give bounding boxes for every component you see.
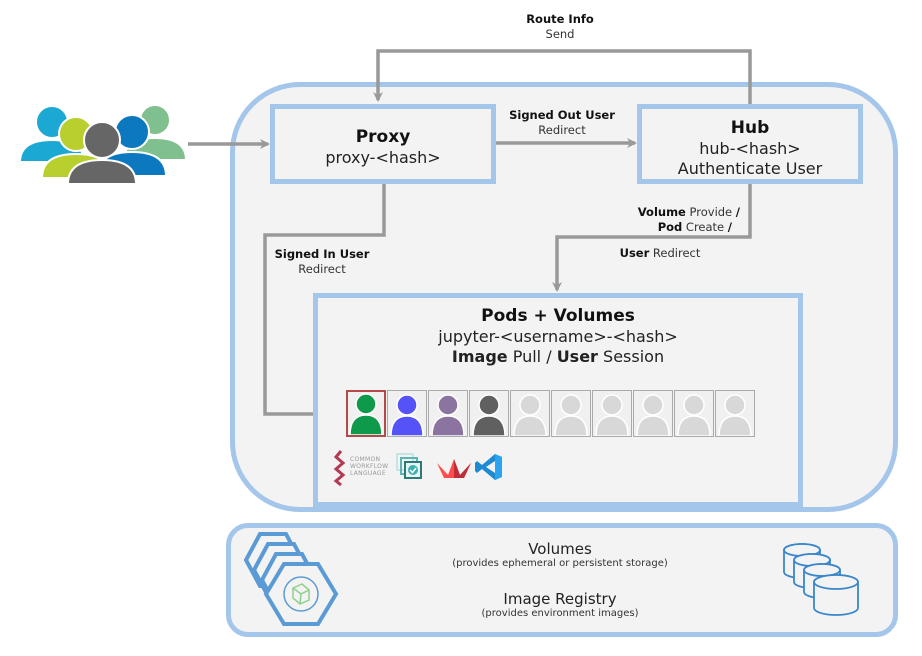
user-icon	[431, 394, 465, 436]
volumes-caption: Volumes (provides ephemeral or persisten…	[420, 540, 700, 569]
cwl-line-3: LANGUAGE	[350, 470, 386, 477]
user-session-slot	[674, 390, 714, 437]
hub-role: Authenticate User	[677, 159, 823, 178]
user-session-slot	[715, 390, 755, 437]
registry-caption: Image Registry (provides environment ima…	[420, 590, 700, 619]
user-icon	[390, 394, 424, 436]
user-session-slot	[551, 390, 591, 437]
signed-out-bold: Signed Out User	[509, 108, 615, 122]
slash-1: /	[735, 205, 740, 219]
cwl-line-1: COMMON	[350, 456, 381, 463]
arrow-signed-in	[263, 183, 386, 419]
proxy-title: Proxy	[355, 127, 411, 147]
cwl-wordmark: COMMON WORKFLOW LANGUAGE	[350, 456, 388, 477]
pods-desc-image: Image	[451, 347, 508, 366]
signed-out-label: Signed Out User Redirect	[492, 108, 632, 138]
arrow-route-info	[373, 49, 752, 106]
user-icon	[513, 394, 547, 436]
user-bold: User	[619, 246, 650, 260]
user-redirect-label: User Redirect	[600, 246, 720, 261]
pods-desc-pull: Pull /	[507, 347, 557, 366]
database-stack-icon	[783, 543, 859, 616]
proxy-name: proxy-<hash>	[325, 148, 441, 167]
proxy-node: Proxy proxy-<hash>	[270, 104, 496, 184]
hub-node: Hub hub-<hash> Authenticate User	[637, 104, 863, 184]
pod-text: Create	[682, 220, 728, 234]
pods-desc: Image Pull / User Session	[318, 347, 798, 367]
cwl-logo-icon	[333, 450, 346, 486]
user-icon	[636, 394, 670, 436]
registry-title: Image Registry	[503, 590, 617, 608]
pods-desc-user: User	[556, 347, 598, 366]
user-icon	[472, 394, 506, 436]
registry-desc: (provides environment images)	[481, 608, 639, 619]
persistent-volume-stack-icon	[243, 532, 339, 626]
route-info-bold: Route Info	[526, 12, 594, 26]
hub-to-pods-label: Volume Provide / Pod Create /	[590, 205, 740, 235]
user-session-slot	[592, 390, 632, 437]
user-session-slot	[633, 390, 673, 437]
pods-desc-session: Session	[597, 347, 665, 366]
cwl-line-2: WORKFLOW	[350, 463, 389, 470]
hub-title: Hub	[730, 118, 770, 138]
volumes-title: Volumes	[528, 540, 592, 558]
storage-panel	[226, 523, 898, 637]
signed-in-bold: Signed In User	[274, 247, 370, 261]
pods-name: jupyter-<username>-<hash>	[438, 327, 678, 346]
slash-2: /	[727, 220, 732, 234]
volume-bold: Volume	[637, 205, 686, 219]
route-info-text: Send	[545, 27, 575, 41]
user-icon	[677, 394, 711, 436]
user-session-slot	[346, 390, 386, 437]
signed-out-text: Redirect	[538, 123, 586, 137]
streamlit-crown-icon	[437, 459, 471, 478]
signed-in-label: Signed In User Redirect	[262, 247, 382, 277]
pods-title: Pods + Volumes	[481, 306, 635, 326]
user-group-icon	[18, 104, 188, 185]
user-session-slot	[387, 390, 427, 437]
user-session-slot	[428, 390, 468, 437]
user-session-slot	[469, 390, 509, 437]
vscode-icon	[475, 454, 502, 480]
user-icon	[718, 394, 752, 436]
user-session-slot	[510, 390, 550, 437]
user-session-slots	[346, 390, 756, 437]
volume-text: Provide	[685, 205, 736, 219]
signed-in-text: Redirect	[298, 262, 346, 276]
user-icon	[595, 394, 629, 436]
user-icon	[349, 393, 383, 435]
arrow-hub-to-pods	[552, 183, 752, 292]
pod-bold: Pod	[657, 220, 683, 234]
route-info-label: Route Info Send	[470, 12, 650, 42]
user-redirect-text: Redirect	[649, 246, 701, 260]
user-icon	[554, 394, 588, 436]
hub-name: hub-<hash>	[699, 139, 801, 158]
volumes-desc: (provides ephemeral or persistent storag…	[452, 558, 668, 569]
container-stack-icon	[396, 453, 422, 479]
